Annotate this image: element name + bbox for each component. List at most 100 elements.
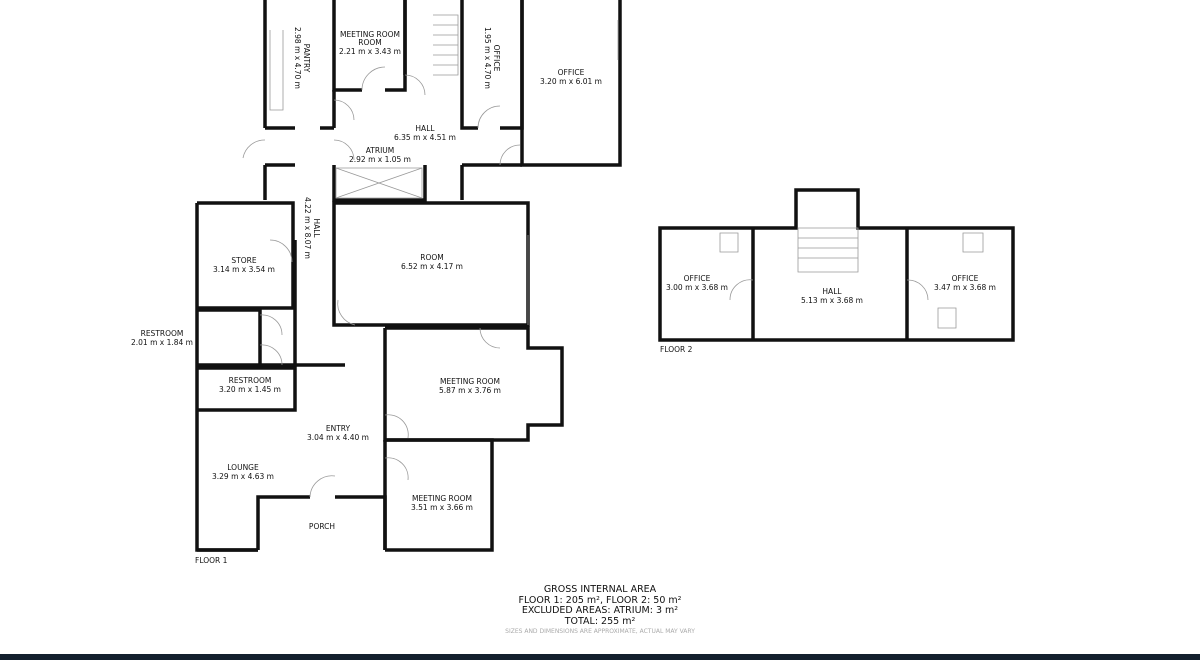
wall bbox=[335, 495, 387, 550]
room-room: ROOM 6.52 m x 4.17 m bbox=[401, 253, 463, 271]
svg-text:HALL: HALL bbox=[415, 124, 435, 133]
wall bbox=[197, 366, 297, 412]
fixture-line bbox=[337, 299, 356, 326]
fixture-line bbox=[729, 279, 754, 301]
fixture-line bbox=[404, 74, 426, 96]
fixture-line bbox=[906, 279, 929, 301]
room-lounge: LOUNGE 3.29 m x 4.63 m bbox=[212, 463, 274, 481]
wall bbox=[520, 0, 622, 167]
svg-text:LOUNGE: LOUNGE bbox=[227, 463, 259, 472]
area-disclaimer: SIZES AND DIMENSIONS ARE APPROXIMATE, AC… bbox=[505, 628, 695, 635]
fixture-line bbox=[384, 457, 409, 481]
svg-text:STORE: STORE bbox=[231, 256, 256, 265]
fixture-line bbox=[259, 344, 283, 366]
room-office-f2-right: OFFICE 3.47 m x 3.68 m bbox=[934, 274, 996, 292]
svg-text:3.00 m x 3.68 m: 3.00 m x 3.68 m bbox=[666, 283, 728, 292]
svg-text:MEETING ROOM: MEETING ROOM bbox=[340, 30, 400, 39]
svg-text:ROOM: ROOM bbox=[358, 38, 382, 47]
wall bbox=[658, 188, 1015, 342]
svg-text:OFFICE: OFFICE bbox=[492, 45, 501, 72]
area-floors: FLOOR 1: 205 m², FLOOR 2: 50 m² bbox=[518, 594, 682, 606]
wall bbox=[460, 0, 478, 130]
svg-text:MEETING ROOM: MEETING ROOM bbox=[412, 494, 472, 503]
svg-text:OFFICE: OFFICE bbox=[684, 274, 711, 283]
fixture-line bbox=[798, 237, 858, 259]
wall bbox=[197, 201, 295, 310]
svg-text:ENTRY: ENTRY bbox=[326, 424, 351, 433]
fixture-line bbox=[259, 314, 283, 336]
room-pantry: PANTRY 2.98 m x 4.70 m bbox=[293, 27, 311, 89]
fixture-line bbox=[269, 239, 293, 263]
svg-text:HALL: HALL bbox=[822, 287, 842, 296]
svg-text:MEETING ROOM: MEETING ROOM bbox=[440, 377, 500, 386]
room-office-large: OFFICE 3.20 m x 6.01 m bbox=[540, 68, 602, 86]
room-restroom-1: RESTROOM 2.01 m x 1.84 m bbox=[131, 329, 193, 347]
svg-text:HALL: HALL bbox=[312, 218, 321, 238]
room-meeting-room-3: MEETING ROOM 3.51 m x 3.66 m bbox=[411, 494, 473, 512]
floor-1-label: FLOOR 1 bbox=[195, 556, 228, 565]
room-porch: PORCH bbox=[309, 522, 335, 531]
svg-text:PANTRY: PANTRY bbox=[302, 44, 311, 73]
svg-text:ROOM: ROOM bbox=[420, 253, 444, 262]
fixture-line bbox=[962, 232, 984, 253]
fixture-line bbox=[242, 139, 266, 159]
fixture-line bbox=[479, 327, 501, 349]
svg-text:ATRIUM: ATRIUM bbox=[366, 146, 395, 155]
fixture-line bbox=[361, 66, 386, 91]
fixture-line bbox=[477, 105, 501, 129]
fixture-line bbox=[433, 24, 458, 66]
wall bbox=[385, 438, 494, 552]
fixture-line bbox=[499, 144, 521, 166]
gross-internal-area: GROSS INTERNAL AREA FLOOR 1: 205 m², FLO… bbox=[430, 584, 770, 638]
svg-text:3.47 m x 3.68 m: 3.47 m x 3.68 m bbox=[934, 283, 996, 292]
wall bbox=[500, 0, 524, 130]
svg-text:2.98 m x 4.70 m: 2.98 m x 4.70 m bbox=[293, 27, 302, 89]
room-hall-f2: HALL 5.13 m x 3.68 m bbox=[801, 287, 863, 305]
wall bbox=[385, 0, 407, 92]
room-hall-2: HALL 4.22 m x 8.07 m bbox=[303, 197, 321, 259]
room-entry: ENTRY 3.04 m x 4.40 m bbox=[307, 424, 369, 442]
area-excluded: EXCLUDED AREAS: ATRIUM: 3 m² bbox=[521, 605, 679, 616]
svg-text:OFFICE: OFFICE bbox=[558, 68, 585, 77]
room-meeting-room-1: MEETING ROOM ROOM 2.21 m x 3.43 m bbox=[339, 30, 401, 56]
room-hall-1: HALL 6.35 m x 4.51 m bbox=[394, 124, 456, 142]
wall bbox=[256, 495, 310, 550]
svg-text:3.20 m x 1.45 m: 3.20 m x 1.45 m bbox=[219, 385, 281, 394]
svg-text:4.22 m x 8.07 m: 4.22 m x 8.07 m bbox=[303, 197, 312, 259]
footer-bar bbox=[0, 654, 1200, 660]
fixtures bbox=[242, 14, 984, 498]
svg-text:3.04 m x 4.40 m: 3.04 m x 4.40 m bbox=[307, 433, 369, 442]
svg-text:3.29 m x 4.63 m: 3.29 m x 4.63 m bbox=[212, 472, 274, 481]
svg-text:2.92 m x 1.05 m: 2.92 m x 1.05 m bbox=[349, 155, 411, 164]
fixture-line bbox=[333, 139, 355, 161]
fixture-line bbox=[335, 167, 423, 199]
svg-text:OFFICE: OFFICE bbox=[952, 274, 979, 283]
svg-text:3.14 m x 3.54 m: 3.14 m x 3.54 m bbox=[213, 265, 275, 274]
svg-text:6.35 m x 4.51 m: 6.35 m x 4.51 m bbox=[394, 133, 456, 142]
room-atrium: ATRIUM 2.92 m x 1.05 m bbox=[349, 146, 411, 164]
walls bbox=[195, 0, 1015, 552]
svg-text:2.21 m x 3.43 m: 2.21 m x 3.43 m bbox=[339, 47, 401, 56]
room-meeting-room-2: MEETING ROOM 5.87 m x 3.76 m bbox=[439, 377, 501, 395]
svg-text:1.95 m x 4.70 m: 1.95 m x 4.70 m bbox=[483, 27, 492, 89]
fixture-line bbox=[797, 227, 859, 273]
fixture-line bbox=[719, 232, 739, 253]
fixture-line bbox=[309, 475, 336, 498]
svg-text:PORCH: PORCH bbox=[309, 522, 335, 531]
wall bbox=[197, 308, 262, 367]
area-total: TOTAL: 255 m² bbox=[564, 615, 636, 627]
fixture-line bbox=[333, 99, 355, 121]
room-office-f2-left: OFFICE 3.00 m x 3.68 m bbox=[666, 274, 728, 292]
svg-text:RESTROOM: RESTROOM bbox=[141, 329, 184, 338]
svg-text:6.52 m x 4.17 m: 6.52 m x 4.17 m bbox=[401, 262, 463, 271]
svg-text:3.20 m x 6.01 m: 3.20 m x 6.01 m bbox=[540, 77, 602, 86]
svg-text:2.01 m x 1.84 m: 2.01 m x 1.84 m bbox=[131, 338, 193, 347]
svg-text:RESTROOM: RESTROOM bbox=[229, 376, 272, 385]
wall bbox=[332, 165, 427, 202]
room-restroom-2: RESTROOM 3.20 m x 1.45 m bbox=[219, 376, 281, 394]
svg-text:5.13 m x 3.68 m: 5.13 m x 3.68 m bbox=[801, 296, 863, 305]
room-office-small: OFFICE 1.95 m x 4.70 m bbox=[483, 27, 501, 89]
svg-text:3.51 m x 3.66 m: 3.51 m x 3.66 m bbox=[411, 503, 473, 512]
floor-2-label: FLOOR 2 bbox=[660, 345, 693, 354]
